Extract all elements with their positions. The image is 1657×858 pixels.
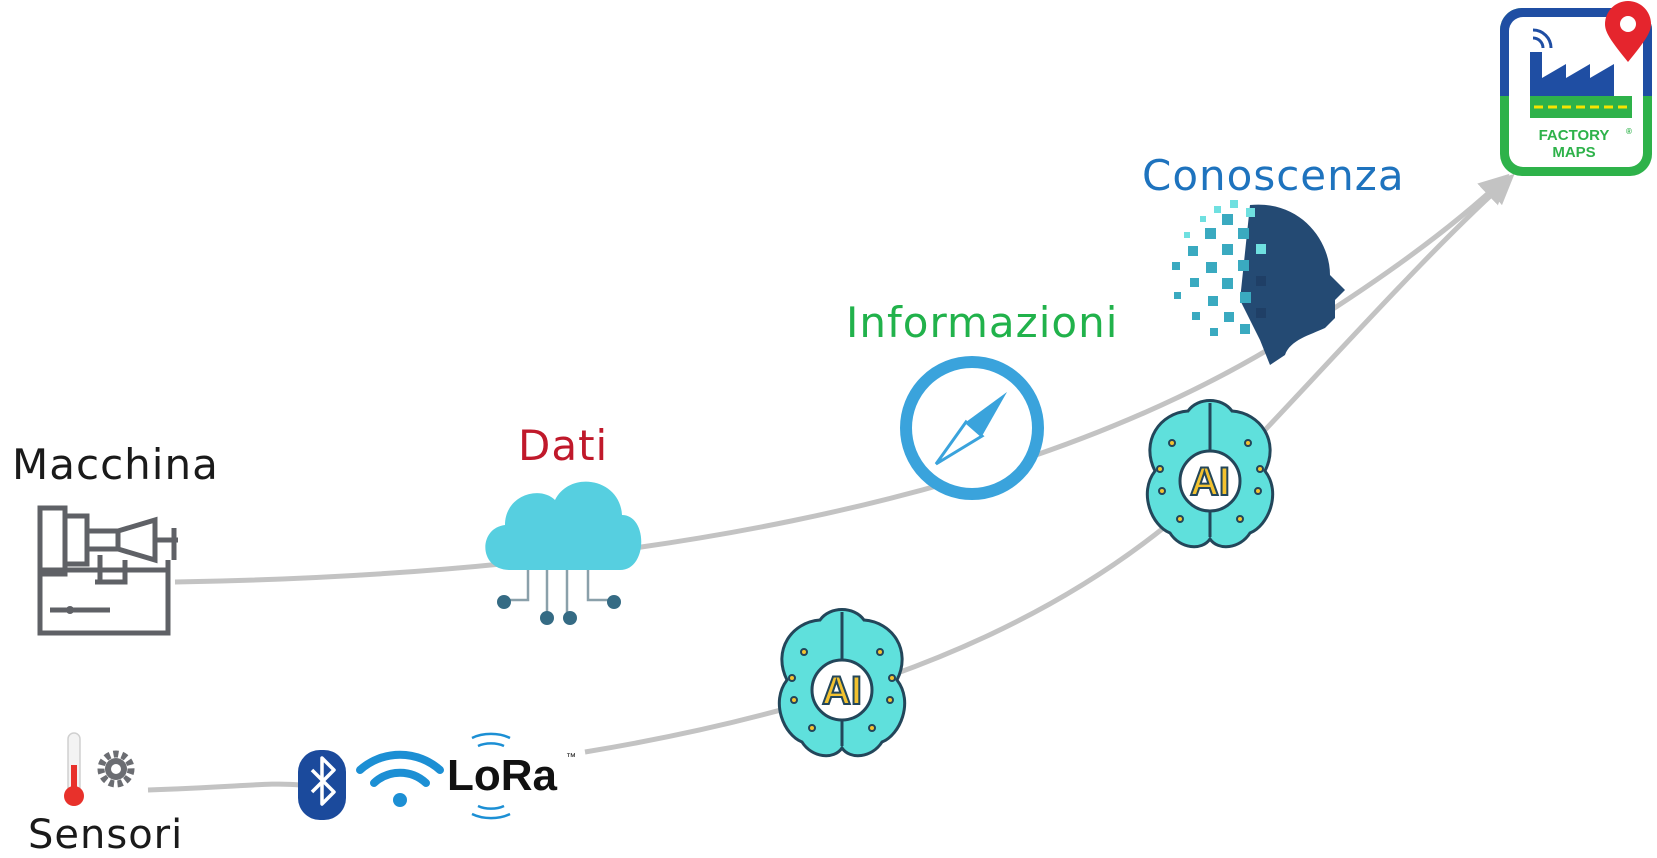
- ai-label: AI: [822, 669, 862, 713]
- ai-brain-icon: [1145, 399, 1275, 549]
- lora-to-logo-curve: [584, 174, 1515, 755]
- bluetooth-icon: [298, 750, 346, 820]
- data-label: Dati: [518, 421, 609, 470]
- gear-icon: [97, 750, 135, 788]
- thermometer-icon: [64, 732, 84, 806]
- logo-reg: ®: [1626, 127, 1632, 136]
- logo-line1: FACTORY: [1539, 127, 1610, 144]
- digital-head-icon: [1172, 200, 1345, 365]
- wifi-icon: [356, 750, 444, 807]
- machine-icon: [37, 505, 178, 636]
- lora-text: LoRa: [447, 751, 558, 800]
- compass-icon: [900, 356, 1044, 500]
- machine-label: Macchina: [12, 440, 219, 489]
- machine-to-logo-curve: [174, 173, 1510, 585]
- ai-brain-icon: [777, 608, 907, 758]
- sensors-label: Sensori: [28, 812, 184, 858]
- sensors-to-logo-curve: [147, 781, 301, 793]
- factory-maps-logo: FACTORY ® MAPS: [1500, 1, 1652, 176]
- ai-label: AI: [1190, 460, 1230, 504]
- knowledge-label: Conoscenza: [1142, 151, 1405, 200]
- logo-line2: MAPS: [1552, 144, 1595, 161]
- cloud-icon: [485, 481, 642, 625]
- lora-tm: ™: [566, 752, 576, 763]
- information-label: Informazioni: [846, 298, 1119, 347]
- lora-logo: LoRa ™: [447, 732, 576, 820]
